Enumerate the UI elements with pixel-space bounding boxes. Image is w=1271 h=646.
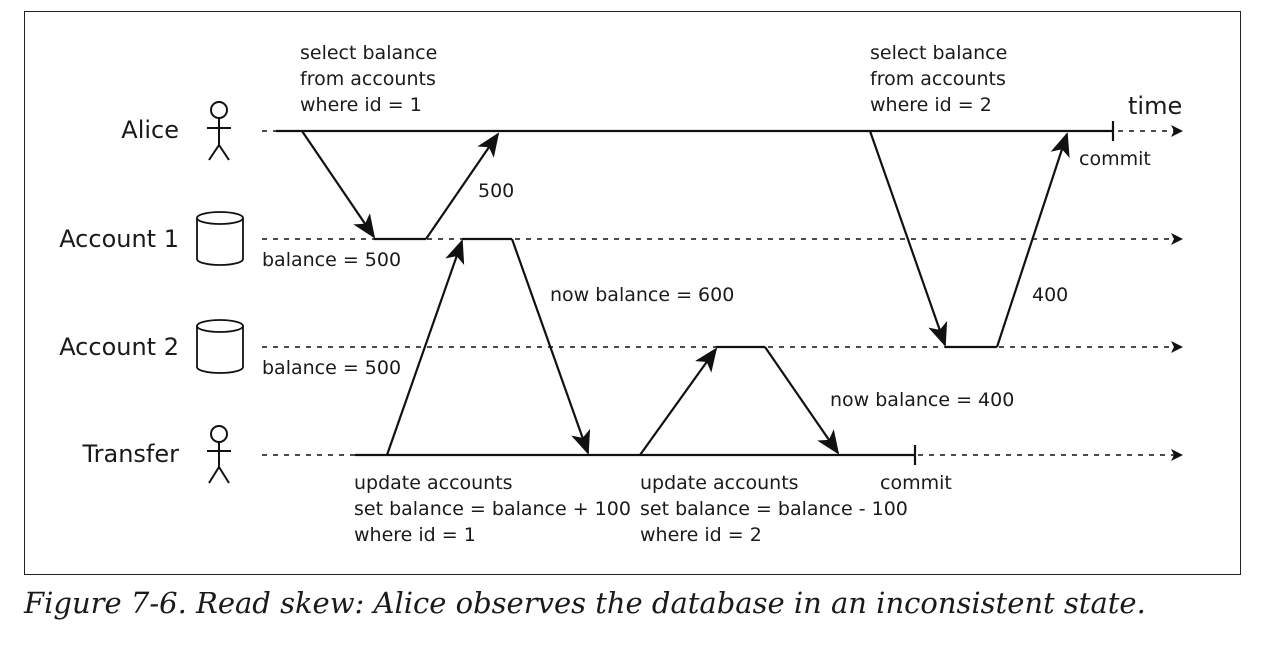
transfer-person-icon	[207, 425, 231, 484]
account2-database-icon	[196, 319, 244, 374]
transfer-update2-response-arrow	[764, 346, 840, 455]
account2-balance-label: balance = 500	[262, 357, 401, 379]
lane-label-alice: Alice	[121, 116, 179, 144]
alice-query1-line1: select balance	[300, 42, 437, 64]
alice-read1-request-arrow	[301, 130, 376, 239]
transfer-update2-line1: update accounts	[640, 472, 799, 494]
transfer-update2-line3: where id = 2	[640, 524, 762, 546]
alice-query2-line2: from accounts	[870, 68, 1006, 90]
alice-query1-line3: where id = 1	[300, 94, 422, 116]
alice-query1-note: select balance from accounts where id = …	[300, 42, 437, 116]
alice-query2-line1: select balance	[870, 42, 1007, 64]
reply-400-label: 400	[1032, 284, 1068, 306]
time-axis-label: time	[1128, 92, 1182, 120]
alice-person-icon	[207, 101, 231, 161]
alice-query1-line2: from accounts	[300, 68, 436, 90]
account1-balance-label: balance = 500	[262, 249, 401, 271]
account1-database-icon	[196, 211, 244, 266]
alice-query2-line3: where id = 2	[870, 94, 992, 116]
alice-read2-response-arrow	[995, 132, 1070, 348]
transfer-update2-line2: set balance = balance - 100	[640, 498, 908, 520]
alice-query2-note: select balance from accounts where id = …	[870, 42, 1007, 116]
figure-caption: Figure 7-6. Read skew: Alice observes th…	[24, 586, 1146, 620]
transfer-commit-label: commit	[880, 472, 952, 494]
alice-read1-response-arrow	[425, 132, 500, 240]
transfer-update1-request-arrow	[385, 239, 465, 456]
transfer-update1-line1: update accounts	[354, 472, 513, 494]
lane-label-account1: Account 1	[59, 225, 179, 253]
transfer-update1-line3: where id = 1	[354, 524, 476, 546]
account2-now-balance-label: now balance = 400	[830, 389, 1014, 411]
alice-commit-label: commit	[1079, 148, 1151, 170]
transfer-update1-note: update accounts set balance = balance + …	[354, 472, 631, 546]
lane-label-transfer: Transfer	[81, 440, 179, 468]
account1-now-balance-label: now balance = 600	[550, 284, 734, 306]
transfer-update2-request-arrow	[639, 347, 718, 456]
transfer-update1-line2: set balance = balance + 100	[354, 498, 631, 520]
lane-label-account2: Account 2	[59, 333, 179, 361]
transfer-update2-note: update accounts set balance = balance - …	[640, 472, 908, 546]
alice-read2-request-arrow	[868, 130, 948, 347]
reply-500-label: 500	[478, 180, 514, 202]
transfer-update1-response-arrow	[510, 238, 591, 455]
